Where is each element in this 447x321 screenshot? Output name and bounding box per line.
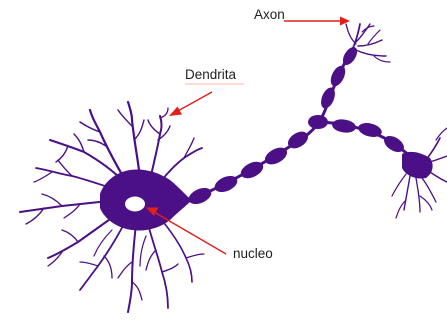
dendrite-arrowhead: [169, 107, 182, 117]
nucleus-label: nucleo: [233, 246, 273, 261]
myelin-sheath-right: [331, 118, 407, 155]
nucleus: [125, 197, 145, 212]
dendrite-arrow: [176, 92, 212, 112]
axon-label: Axon: [254, 7, 285, 22]
cell-body: [100, 169, 192, 230]
axon-arrowhead: [340, 17, 350, 26]
nucleus-arrow: [154, 212, 226, 254]
dendrite-label: Dendrita: [185, 67, 237, 82]
myelin-sheath: [186, 128, 311, 207]
axon-label-group: Axon: [254, 7, 350, 26]
myelin-sheath-upper: [318, 45, 360, 111]
dendrite-label-group: Dendrita: [169, 67, 244, 116]
